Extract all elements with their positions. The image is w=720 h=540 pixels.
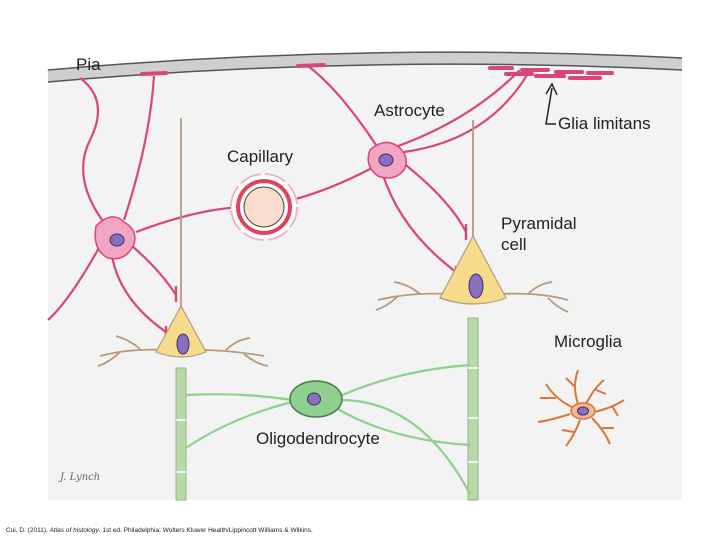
citation: Cui, D. (2011). Atlas of histology. 1st … [6, 527, 313, 534]
oligodendrocyte-processes [185, 363, 471, 495]
axon-right [467, 317, 479, 501]
oligodendrocyte [289, 380, 343, 418]
oligodendrocyte-label: Oligodendrocyte [256, 429, 380, 448]
astrocyte-right [367, 141, 407, 179]
citation-suffix: . 1st ed. Philadelphia: Wolters Kluwer H… [98, 527, 313, 534]
pia-label: Pia [76, 55, 101, 74]
astrocyte-processes [47, 65, 531, 333]
pyramidal-label-line2: cell [501, 235, 527, 254]
microglia-label: Microglia [554, 332, 623, 351]
pyramidal-label-line1: Pyramidal [501, 214, 577, 233]
axon-left [175, 367, 187, 501]
microglia [537, 369, 625, 447]
glia-limitans-label: Glia limitans [558, 114, 651, 133]
astrocyte-label: Astrocyte [374, 101, 445, 120]
pyramidal-cell [439, 234, 507, 305]
pia-layer [47, 48, 683, 83]
microglia-body [570, 402, 596, 420]
glia-limitans-arrow [545, 82, 558, 125]
astrocyte-left [94, 216, 136, 260]
diagram-background [48, 48, 682, 500]
pyramidal-dendrites [375, 120, 569, 313]
glia-limitans-endfeet [140, 63, 614, 80]
capillary [230, 173, 298, 241]
citation-prefix: Cui, D. (2011). [6, 527, 50, 534]
capillary-label: Capillary [227, 147, 294, 166]
neuron-left [155, 304, 207, 358]
artist-signature: J. Lynch [58, 472, 100, 483]
citation-title: Atlas of histology [49, 527, 99, 534]
